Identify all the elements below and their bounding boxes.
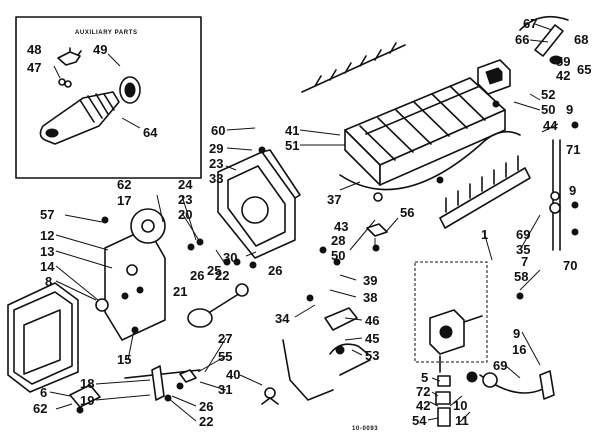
callout-51: 51: [285, 138, 299, 153]
ejector: [301, 42, 406, 93]
callout-43: 43: [334, 219, 348, 234]
callout-54: 54: [412, 413, 427, 428]
callout-42b: 42: [416, 398, 430, 413]
callout-17: 17: [117, 193, 131, 208]
mounting-plate: [217, 149, 301, 259]
thermostat-bracket: [477, 59, 511, 95]
callout-6: 6: [40, 385, 47, 400]
callout-33: 33: [209, 171, 223, 186]
callout-26c: 26: [199, 399, 213, 414]
callout-9: 9: [566, 102, 573, 117]
bracket: [69, 384, 101, 414]
callout-62b: 62: [33, 401, 47, 416]
callout-50: 50: [541, 102, 555, 117]
callout-28: 28: [331, 233, 345, 248]
callout-27: 27: [218, 331, 232, 346]
callout-11: 11: [455, 413, 469, 428]
callout-69b: 69: [493, 358, 507, 373]
callout-10: 10: [453, 398, 467, 413]
callout-37: 37: [327, 192, 341, 207]
water-line-fittings: [435, 370, 555, 427]
callout-5: 5: [421, 370, 428, 385]
callout-35: 35: [516, 242, 530, 257]
callout-42: 42: [556, 68, 570, 83]
callout-70: 70: [563, 258, 577, 273]
callout-9c: 9: [513, 326, 520, 341]
callout-19: 19: [80, 393, 94, 408]
callout-39: 39: [363, 273, 377, 288]
diagram-code: 10-0093: [352, 426, 378, 432]
callout-1: 1: [481, 227, 488, 242]
callout-23: 23: [209, 156, 223, 171]
callout-50b: 50: [331, 248, 345, 263]
callout-22: 22: [215, 268, 229, 283]
callout-65: 65: [577, 62, 591, 77]
callout-12: 12: [40, 228, 54, 243]
callout-56: 56: [400, 205, 414, 220]
callout-55: 55: [218, 349, 232, 364]
auxiliary-parts-inset: AUXILIARY PARTS: [15, 16, 202, 179]
callout-67: 67: [523, 16, 537, 31]
callout-34: 34: [275, 311, 290, 326]
ice-mold: [339, 77, 521, 191]
callout-60: 60: [211, 123, 225, 138]
callout-48: 48: [27, 42, 41, 57]
callout-22b: 22: [199, 414, 213, 429]
callout-38: 38: [363, 290, 377, 305]
callout-21: 21: [173, 284, 187, 299]
callout-23b: 23: [178, 192, 192, 207]
front-cover: [7, 282, 79, 393]
callout-18: 18: [80, 376, 94, 391]
callout-26b: 26: [268, 263, 282, 278]
callout-66: 66: [515, 32, 529, 47]
callout-59: 59: [556, 54, 570, 69]
callout-40: 40: [226, 367, 240, 382]
control-module: [95, 208, 166, 341]
callout-20: 20: [178, 207, 192, 222]
callout-14: 14: [40, 259, 55, 274]
fasteners: [101, 100, 579, 402]
callout-13: 13: [40, 244, 54, 259]
callout-69: 69: [516, 227, 530, 242]
callout-52: 52: [541, 87, 555, 102]
callout-9b: 9: [569, 183, 576, 198]
callout-58: 58: [514, 269, 528, 284]
callout-labels: 48 49 47 64 60 29 23 33 41 51 67 66 68 5…: [27, 16, 591, 432]
callout-64: 64: [143, 125, 158, 140]
callout-45: 45: [365, 331, 379, 346]
inset-title: AUXILIARY PARTS: [75, 30, 138, 36]
callout-46: 46: [365, 313, 379, 328]
callout-41: 41: [285, 123, 299, 138]
callout-29: 29: [209, 141, 223, 156]
stripper: [439, 155, 531, 229]
callout-15: 15: [117, 352, 131, 367]
callout-44: 44: [543, 118, 558, 133]
callout-26: 26: [190, 268, 204, 283]
callout-24: 24: [178, 177, 193, 192]
leader-lines: [49, 23, 559, 423]
callout-25: 25: [207, 263, 221, 278]
callout-62: 62: [117, 177, 131, 192]
callout-16: 16: [512, 342, 526, 357]
callout-71: 71: [566, 142, 580, 157]
shutoff-arm: [124, 365, 201, 401]
callout-68: 68: [574, 32, 588, 47]
callout-7: 7: [521, 254, 528, 269]
callout-47: 47: [27, 60, 41, 75]
callout-49: 49: [93, 42, 107, 57]
callout-57: 57: [40, 207, 54, 222]
callout-53: 53: [365, 348, 379, 363]
fill-tube: [519, 15, 569, 65]
motor: [187, 283, 249, 328]
switch-parts: [261, 307, 371, 405]
callout-30: 30: [223, 250, 237, 265]
callout-31: 31: [218, 382, 232, 397]
callout-8: 8: [45, 274, 52, 289]
callout-72: 72: [416, 384, 430, 399]
